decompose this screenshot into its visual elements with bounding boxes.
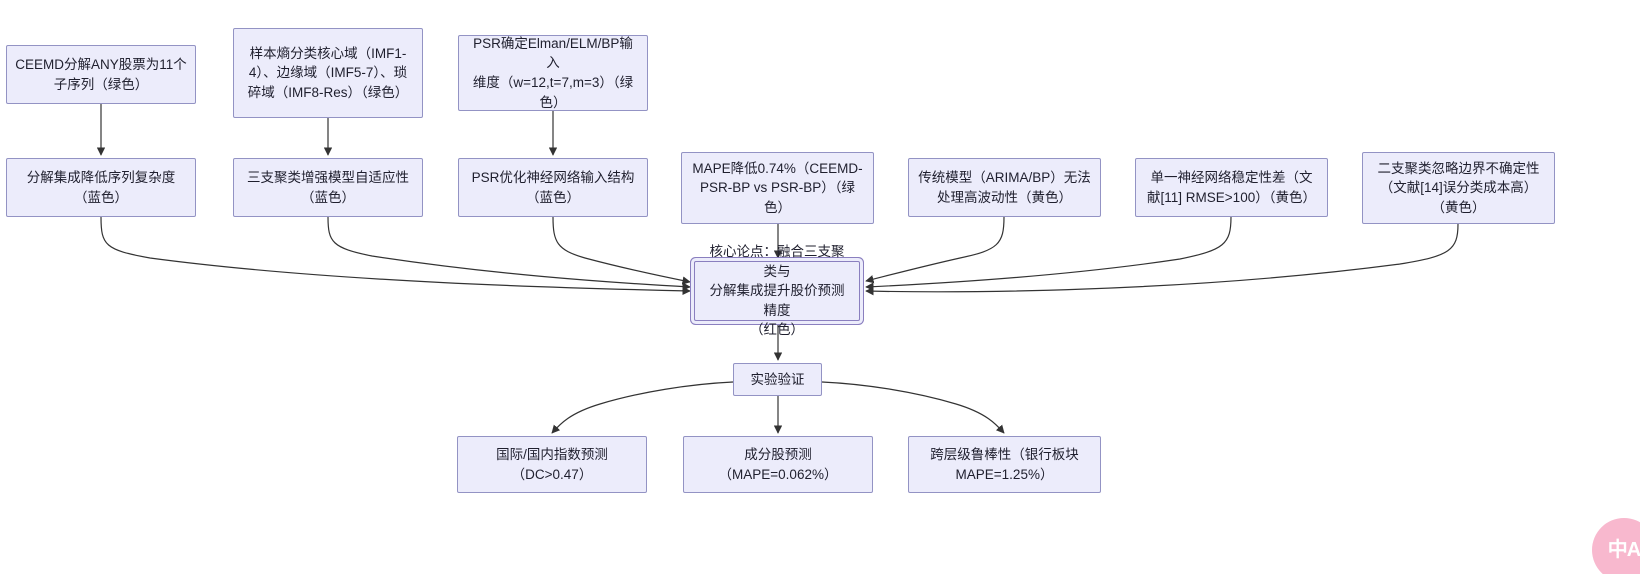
node-label: 分解集成降低序列复杂度 （蓝色） — [26, 169, 176, 205]
node-two-way-clustering-limitation[interactable]: 二支聚类忽略边界不确定性 （文献[14]误分类成本高） （黄色） — [1362, 152, 1555, 224]
edge-validation-to-robustness — [821, 381, 1005, 434]
node-label: 国际/国内指数预测 （DC>0.47） — [496, 446, 608, 482]
node-core-thesis[interactable]: 核心论点：融合三支聚类与 分解集成提升股价预测精度 （红色） — [694, 244, 860, 337]
edge-validation-to-index — [551, 381, 734, 434]
edge-traditional-to-core — [865, 216, 1005, 284]
node-label: 三支聚类增强模型自适应性 （蓝色） — [247, 169, 409, 205]
node-ceemd-decomposition[interactable]: CEEMD分解ANY股票为11个 子序列（绿色） — [6, 45, 196, 104]
watermark-badge: 中A — [1592, 518, 1640, 574]
node-index-forecasting-result[interactable]: 国际/国内指数预测 （DC>0.47） — [457, 436, 647, 493]
node-single-nn-instability[interactable]: 单一神经网络稳定性差（文 献[11] RMSE>100）（黄色） — [1135, 158, 1328, 217]
edge-singlenn-to-core — [865, 216, 1232, 291]
edge-complexity-to-core — [100, 216, 691, 296]
node-decomposition-reduces-complexity[interactable]: 分解集成降低序列复杂度 （蓝色） — [6, 158, 196, 217]
node-label: MAPE降低0.74%（CEEMD- PSR-BP vs PSR-BP）（绿 色… — [692, 160, 863, 215]
node-label: 二支聚类忽略边界不确定性 （文献[14]误分类成本高） （黄色） — [1377, 160, 1540, 215]
node-label: 实验验证 — [750, 371, 805, 387]
node-label: 样本熵分类核心域（IMF1- 4）、边缘域（IMF5-7）、琐 碎域（IMF8-… — [247, 45, 409, 100]
watermark-label: 中A — [1607, 539, 1640, 561]
edge-clustering-to-core — [327, 216, 691, 291]
node-label: 传统模型（ARIMA/BP）无法 处理高波动性（黄色） — [918, 169, 1091, 205]
node-label: CEEMD分解ANY股票为11个 子序列（绿色） — [15, 56, 187, 92]
node-label: 成分股预测 （MAPE=0.062%） — [718, 446, 838, 482]
node-psr-input-dimension[interactable]: PSR确定Elman/ELM/BP输入 维度（w=12,t=7,m=3）（绿 色… — [458, 35, 648, 111]
node-three-way-clustering-adaptivity[interactable]: 三支聚类增强模型自适应性 （蓝色） — [233, 158, 423, 217]
edge-twoway-to-core — [865, 223, 1459, 296]
node-label: PSR确定Elman/ELM/BP输入 维度（w=12,t=7,m=3）（绿 色… — [472, 35, 634, 110]
node-sample-entropy-classification[interactable]: 样本熵分类核心域（IMF1- 4）、边缘域（IMF5-7）、琐 碎域（IMF8-… — [233, 28, 423, 118]
node-traditional-models-limitation[interactable]: 传统模型（ARIMA/BP）无法 处理高波动性（黄色） — [908, 158, 1101, 217]
node-cross-level-robustness-result[interactable]: 跨层级鲁棒性（银行板块 MAPE=1.25%） — [908, 436, 1101, 493]
node-constituent-stock-result[interactable]: 成分股预测 （MAPE=0.062%） — [683, 436, 873, 493]
node-label: 跨层级鲁棒性（银行板块 MAPE=1.25%） — [930, 446, 1079, 482]
node-experiment-validation[interactable]: 实验验证 — [733, 363, 822, 396]
node-label: 核心论点：融合三支聚类与 分解集成提升股价预测精度 （红色） — [709, 244, 845, 338]
node-mape-improvement[interactable]: MAPE降低0.74%（CEEMD- PSR-BP vs PSR-BP）（绿 色… — [681, 152, 874, 224]
node-label: PSR优化神经网络输入结构 （蓝色） — [471, 169, 635, 205]
edge-nninput-to-core — [552, 216, 691, 285]
node-label: 单一神经网络稳定性差（文 献[11] RMSE>100）（黄色） — [1147, 169, 1316, 205]
node-psr-optimizes-nn-input[interactable]: PSR优化神经网络输入结构 （蓝色） — [458, 158, 648, 217]
